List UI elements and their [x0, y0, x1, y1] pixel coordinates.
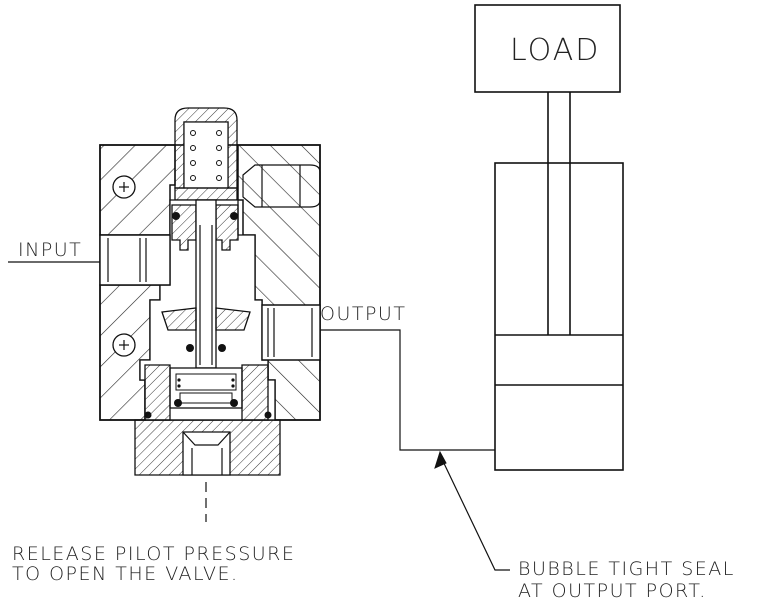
output-port [261, 304, 321, 361]
input-port [99, 234, 171, 286]
mount-hole-top-icon [112, 175, 136, 199]
load-label: LOAD [510, 33, 600, 68]
input-label: INPUT [18, 239, 82, 261]
output-pipe [320, 329, 495, 451]
bottom-plug [134, 419, 281, 476]
seal-arrow [434, 450, 510, 571]
pilot-cap [174, 107, 238, 201]
piston-rod [547, 92, 571, 335]
seal-note-line2: AT OUTPUT PORT. [518, 580, 707, 602]
release-note-line1: RELEASE PILOT PRESSURE [12, 543, 295, 565]
internal-bore [139, 199, 276, 421]
spring-icon [190, 130, 222, 181]
mount-hole-bottom-icon [112, 333, 136, 357]
release-note-line2: TO OPEN THE VALVE. [12, 563, 239, 585]
cylinder [494, 162, 624, 471]
seal-note-line1: BUBBLE TIGHT SEAL [518, 558, 735, 580]
output-label: OUTPUT [320, 303, 406, 325]
pilot-fitting [242, 164, 321, 208]
